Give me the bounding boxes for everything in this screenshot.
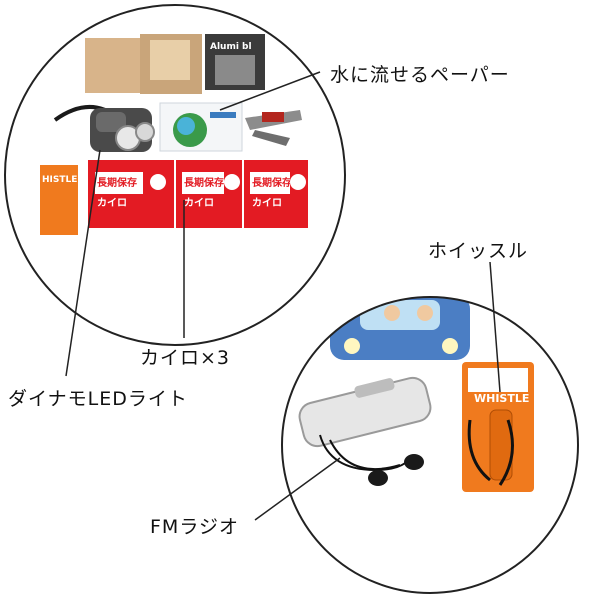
label-flushable-paper: 水に流せるペーパー bbox=[330, 64, 510, 86]
car-illustration bbox=[330, 297, 470, 360]
svg-text:カイロ: カイロ bbox=[97, 197, 127, 209]
label-fm-radio: FMラジオ bbox=[150, 516, 239, 538]
bottom-circle-photo: WHISTLE bbox=[282, 297, 578, 593]
whistle-package-partial bbox=[40, 165, 78, 235]
whistle-brand-text: WHISTLE bbox=[474, 392, 529, 405]
label-kairo: カイロ×3 bbox=[140, 347, 231, 369]
leader-line-dynamo bbox=[65, 149, 101, 377]
kairo-pack: 長期保存 カイロ bbox=[176, 160, 242, 228]
bottom-circle-outline bbox=[281, 296, 579, 594]
top-circle-photo: Alumi bl HISTLE bbox=[5, 5, 345, 345]
whistle-partial-text: HISTLE bbox=[42, 175, 77, 185]
top-circle-outline bbox=[4, 4, 346, 346]
leader-line-radio bbox=[254, 457, 341, 521]
dynamo-led-light bbox=[90, 108, 155, 152]
svg-text:カイロ: カイロ bbox=[252, 197, 282, 209]
svg-text:長期保存: 長期保存 bbox=[184, 176, 224, 189]
flushable-paper bbox=[159, 102, 243, 152]
svg-text:長期保存: 長期保存 bbox=[252, 176, 292, 189]
kairo-pack: 長期保存 カイロ bbox=[88, 160, 174, 228]
kairo-pack: 長期保存 カイロ bbox=[244, 160, 308, 228]
leader-line-paper bbox=[219, 71, 321, 111]
leader-line-whistle bbox=[489, 261, 501, 393]
svg-text:長期保存: 長期保存 bbox=[97, 176, 137, 189]
earbud bbox=[368, 470, 388, 486]
label-whistle: ホイッスル bbox=[428, 240, 529, 262]
svg-text:カイロ: カイロ bbox=[184, 197, 214, 209]
whistle-package: WHISTLE bbox=[462, 362, 534, 492]
multi-tool bbox=[245, 110, 302, 146]
fm-radio bbox=[298, 376, 432, 448]
earbud bbox=[404, 454, 424, 470]
book-cover-title: Alumi bl bbox=[210, 42, 252, 52]
label-dynamo-light: ダイナモLEDライト bbox=[8, 388, 188, 410]
